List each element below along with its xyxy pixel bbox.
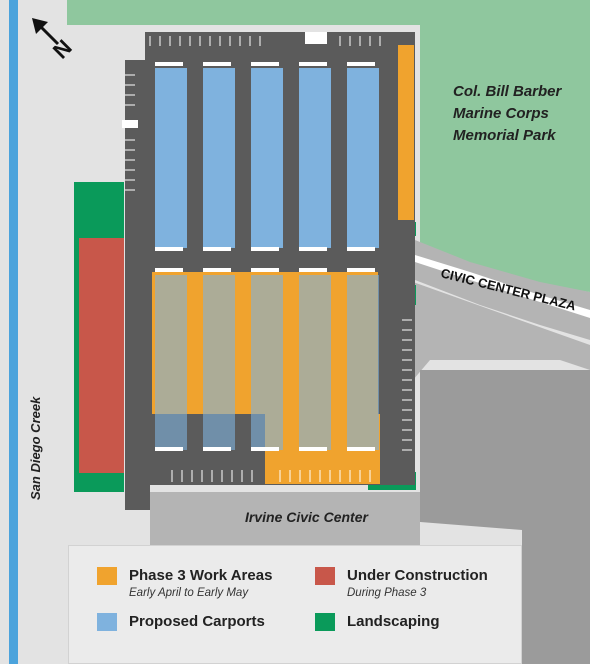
legend-item-carports: Proposed Carports [97,612,265,632]
carport-row-1-col-1 [155,68,187,248]
legend-item-landscaping: Landscaping [315,612,440,632]
park-label-line-3: Memorial Park [453,127,556,144]
carport-row-2-col-1 [155,275,187,450]
carport-row-1-col-3 [251,68,283,248]
civic-center-forecourt [150,492,420,552]
north-arrow-head [32,18,48,34]
carport-row-1-col-5 [347,68,379,248]
legend-subtitle-under-construction: During Phase 3 [347,587,427,599]
legend-swatch-landscaping [315,613,335,631]
legend-swatch-under-construction [315,567,335,585]
carport-row-1-col-4 [299,68,331,248]
carports [155,68,379,450]
legend-swatch-phase3 [97,567,117,585]
phase3-area-east [398,45,414,220]
map-legend: Phase 3 Work Areas Early April to Early … [68,545,522,664]
legend-swatch-carports [97,613,117,631]
legend-item-phase3: Phase 3 Work Areas Early April to Early … [97,566,272,600]
legend-subtitle-phase3: Early April to Early May [129,587,249,599]
road-shoulder [413,282,590,380]
san-diego-creek [9,0,18,664]
carport-row-2-col-5 [347,275,379,450]
hatch-markers [122,32,375,451]
legend-title-carports: Proposed Carports [129,613,265,630]
creek-label: San Diego Creek [28,396,43,500]
carport-row-2-col-3 [251,275,283,450]
carport-row-2-col-2 [203,275,235,450]
under-construction-area [79,238,124,473]
legend-title-phase3: Phase 3 Work Areas [129,567,273,584]
park-label-line-2: Marine Corps [453,105,549,122]
legend-title-landscaping: Landscaping [347,613,440,630]
carport-row-1-col-2 [203,68,235,248]
road-center-line [415,255,590,318]
carport-row-2-col-4 [299,275,331,450]
legend-item-under-construction: Under Construction During Phase 3 [315,566,488,600]
park-label-line-1: Col. Bill Barber [453,83,563,100]
memorial-park [67,0,590,292]
civic-center-label: Irvine Civic Center [245,509,369,525]
stall-ticks [125,36,412,482]
legend-title-under-construction: Under Construction [347,567,488,584]
